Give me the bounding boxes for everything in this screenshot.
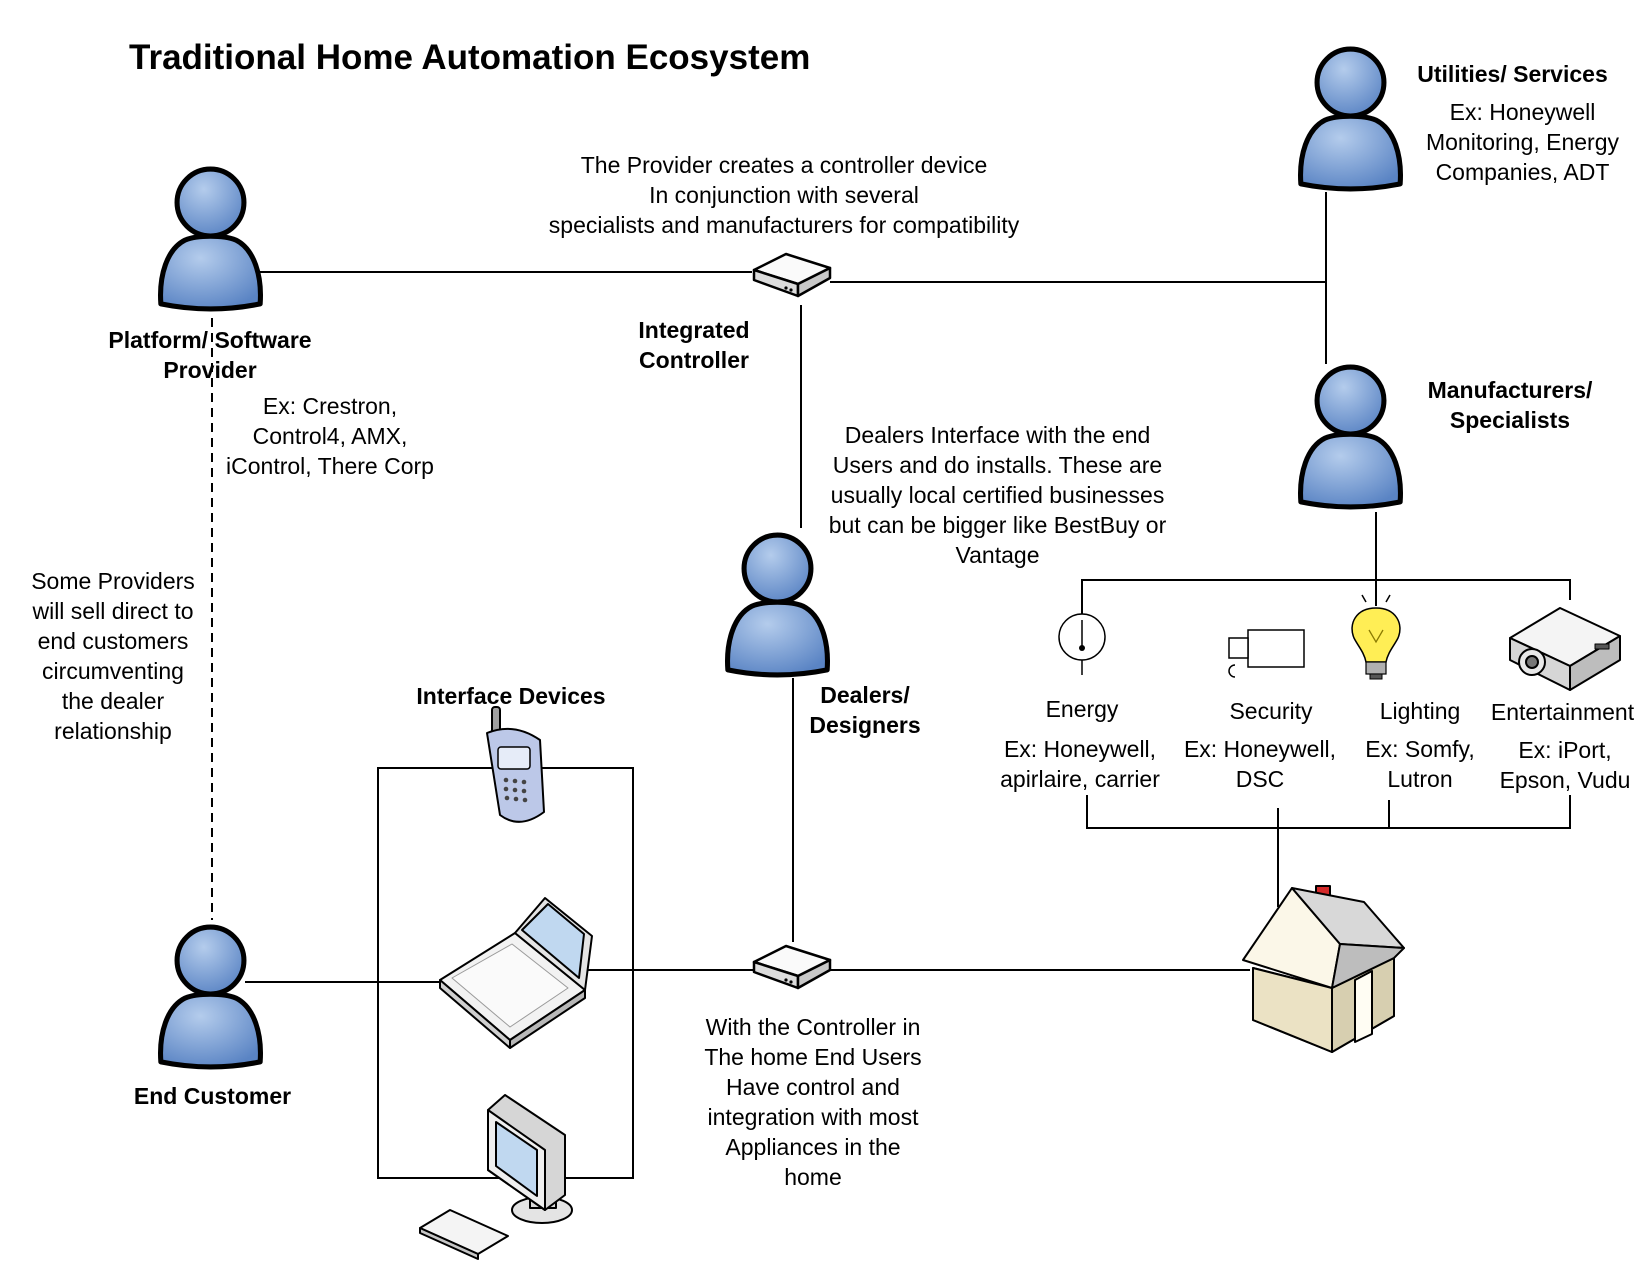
light-bulb-icon [1351, 590, 1401, 680]
home-controller-icon [752, 944, 832, 990]
category-top-bus [1081, 579, 1571, 620]
category-energy-examples: Ex: Honeywell, apirlaire, carrier [1000, 736, 1160, 792]
manufacturers-person-icon [1301, 367, 1401, 507]
end-customer-label: End Customer [133, 1083, 292, 1109]
security-camera-icon [1228, 629, 1305, 678]
utilities-examples: Ex: Honeywell Monitoring, Energy Compani… [1425, 99, 1620, 185]
dealers-note: Dealers Interface with the end Users and… [828, 422, 1167, 568]
energy-meter-icon [1058, 613, 1106, 675]
provider-person-icon [161, 169, 261, 309]
direct-sales-note: Some Providers will sell direct to end c… [31, 568, 195, 744]
provider-label: Platform/ Software Provider [108, 327, 312, 383]
category-energy-name: Energy [1045, 696, 1119, 722]
provider-controller-note: The Provider creates a controller device… [548, 152, 1020, 238]
house-icon [1242, 885, 1405, 1053]
dealers-label: Dealers/ Designers [809, 682, 921, 738]
utilities-label: Utilities/ Services [1417, 61, 1608, 87]
category-entertainment-examples: Ex: iPort, Epson, Vudu [1499, 737, 1631, 793]
category-lighting-examples: Ex: Somfy, Lutron [1365, 736, 1475, 792]
interface-devices-label: Interface Devices [416, 683, 606, 709]
manufacturers-label: Manufacturers/ Specialists [1427, 377, 1593, 433]
mobile-phone-icon [486, 706, 545, 823]
customer-person-icon [161, 927, 261, 1067]
provider-examples: Ex: Crestron, Control4, AMX, iControl, T… [226, 393, 434, 479]
category-security-name: Security [1229, 698, 1313, 724]
desktop-computer-icon [419, 1094, 573, 1260]
category-entertainment-name: Entertainment [1490, 699, 1635, 725]
diagram-title: Traditional Home Automation Ecosystem [129, 38, 811, 77]
category-lighting-name: Lighting [1379, 698, 1461, 724]
laptop-icon [439, 897, 593, 1049]
integrated-controller-icon [752, 252, 832, 298]
category-security-examples: Ex: Honeywell, DSC [1183, 736, 1337, 792]
home-control-note: With the Controller in The home End User… [704, 1014, 922, 1190]
integrated-controller-label: Integrated Controller [638, 317, 750, 373]
category-bottom-bus [1086, 795, 1571, 829]
projector-icon [1509, 607, 1621, 691]
